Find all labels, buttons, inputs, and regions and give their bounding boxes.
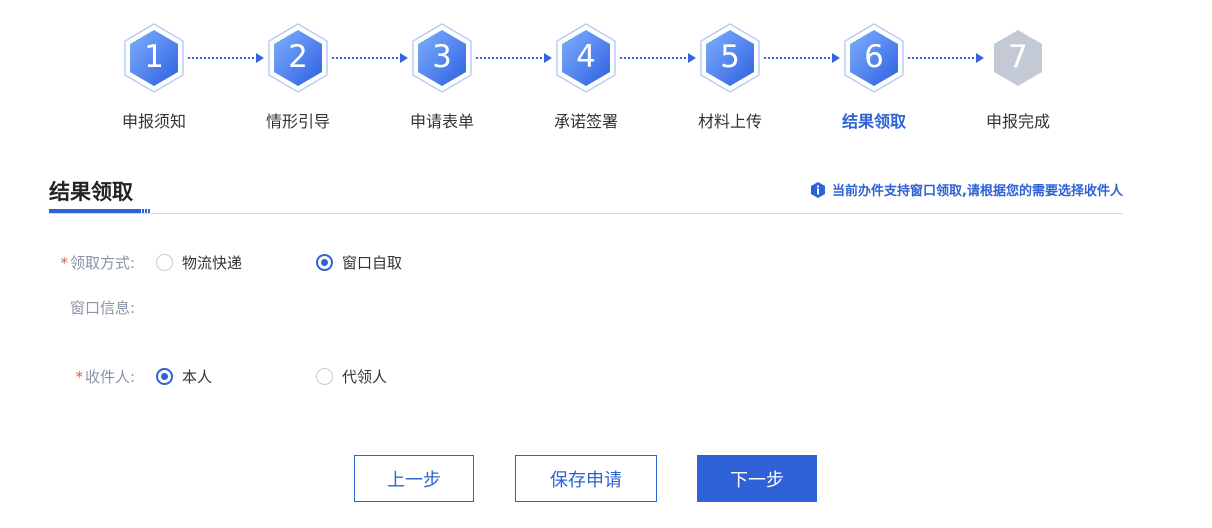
progress-stepper: 1 申报须知 2 情形引导 — [0, 0, 1212, 140]
step-connector-arrow — [476, 53, 552, 63]
window-info-label: 窗口信息: — [69, 299, 135, 317]
radio-proxy[interactable]: 代领人 — [316, 364, 387, 388]
step-5[interactable]: 5 材料上传 — [678, 22, 778, 134]
radio-self[interactable]: 本人 — [156, 364, 212, 388]
step-connector-arrow — [188, 53, 264, 63]
radio-circle[interactable] — [156, 253, 173, 271]
step-label: 情形引导 — [265, 112, 330, 131]
step-2[interactable]: 2 情形引导 — [246, 22, 346, 134]
notice-banner: 当前办件支持窗口领取,请根据您的需要选择收件人 — [811, 180, 1123, 199]
step-label: 申报完成 — [985, 112, 1050, 131]
hexagon-icon: 6 — [842, 22, 906, 94]
radio-label: 本人 — [182, 367, 213, 386]
label-text: 收件人: — [84, 368, 135, 386]
required-mark: * — [75, 368, 83, 386]
label-text: 领取方式: — [69, 254, 135, 272]
step-4[interactable]: 4 承诺签署 — [534, 22, 634, 134]
hexagon-icon: 1 — [122, 22, 186, 94]
radio-circle[interactable] — [316, 253, 333, 271]
radio-label: 窗口自取 — [342, 253, 403, 272]
step-label: 承诺签署 — [553, 112, 618, 131]
step-connector-arrow — [764, 53, 840, 63]
radio-logistics-express[interactable]: 物流快递 — [156, 250, 242, 274]
step-number: 5 — [720, 39, 740, 75]
step-number: 2 — [288, 39, 308, 75]
step-connector-arrow — [908, 53, 984, 63]
step-1[interactable]: 1 申报须知 — [102, 22, 202, 134]
radio-circle[interactable] — [156, 367, 173, 385]
step-number: 7 — [1008, 39, 1028, 75]
step-connector-arrow — [620, 53, 696, 63]
title-underline-tail — [139, 209, 151, 213]
recipient-label: *收件人: — [75, 366, 135, 387]
required-mark: * — [60, 254, 68, 272]
radio-window-pickup[interactable]: 窗口自取 — [316, 250, 402, 274]
recipient-row: *收件人: 本人 代领人 — [0, 364, 1212, 388]
step-7-pending[interactable]: 7 申报完成 — [966, 22, 1066, 134]
step-label: 申请表单 — [409, 112, 474, 131]
notice-text: 当前办件支持窗口领取,请根据您的需要选择收件人 — [832, 184, 1123, 199]
hexagon-icon: 5 — [698, 22, 762, 94]
step-connector-arrow — [332, 53, 408, 63]
step-6-active[interactable]: 6 结果领取 — [822, 22, 922, 134]
radio-label: 代领人 — [342, 367, 388, 386]
section-divider — [49, 213, 1123, 214]
section-title: 结果领取 — [49, 180, 133, 204]
step-number: 4 — [576, 39, 596, 75]
info-hexagon-icon — [811, 181, 826, 198]
next-step-button[interactable]: 下一步 — [697, 455, 817, 502]
hexagon-icon: 4 — [554, 22, 618, 94]
pickup-method-row: *领取方式: 物流快递 窗口自取 — [0, 250, 1212, 274]
title-underline — [49, 209, 139, 213]
save-application-button[interactable]: 保存申请 — [515, 455, 657, 502]
step-3[interactable]: 3 申请表单 — [390, 22, 490, 134]
step-number: 1 — [144, 39, 164, 75]
window-info-row: 窗口信息: — [0, 295, 1212, 319]
pickup-method-label: *领取方式: — [60, 252, 135, 273]
hexagon-icon: 2 — [266, 22, 330, 94]
radio-label: 物流快递 — [182, 253, 243, 272]
step-label: 结果领取 — [841, 112, 906, 131]
hexagon-icon: 3 — [410, 22, 474, 94]
step-label: 申报须知 — [121, 112, 186, 131]
step-label: 材料上传 — [697, 112, 762, 131]
step-number: 3 — [432, 39, 452, 75]
prev-step-button[interactable]: 上一步 — [354, 455, 474, 502]
hexagon-icon: 7 — [986, 22, 1050, 94]
radio-circle[interactable] — [316, 367, 333, 385]
step-number: 6 — [864, 39, 884, 75]
